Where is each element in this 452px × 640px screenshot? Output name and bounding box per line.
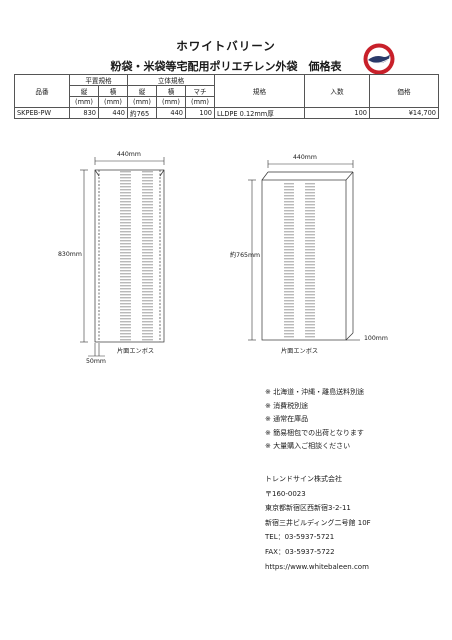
flat-emboss-stripe <box>142 171 153 341</box>
notes-list: ※ 北海道・沖縄・離島送料別途 ※ 消費税別途 ※ 通常在庫品 ※ 簡易梱包での… <box>265 386 364 454</box>
note-item: ※ 大量購入ご相談ください <box>265 442 351 451</box>
whale-logo-icon <box>363 43 395 75</box>
flat-bag-outline <box>94 169 165 343</box>
company-postal: 〒160-0023 <box>265 489 306 498</box>
company-name: トレンドサイン株式会社 <box>265 475 342 483</box>
stand-emboss-stripe <box>284 182 294 338</box>
company-address-1: 東京都新宿区西新宿3-2-11 <box>265 504 351 513</box>
flat-bottom-label: 50mm <box>86 358 106 365</box>
flat-height-label: 830mm <box>58 251 82 258</box>
header-qty: 入数 <box>304 74 370 108</box>
cell-price: ¥14,700 <box>369 107 439 119</box>
table-row: SKPEB-PW 830 440 約765 440 100 LLDPE 0.12… <box>14 107 439 119</box>
stand-gusset-label: 100mm <box>364 335 388 342</box>
cell-part: SKPEB-PW <box>14 107 70 119</box>
note-item: ※ 消費税別途 <box>265 401 309 410</box>
stand-emboss-label: 片面エンボス <box>281 348 319 355</box>
company-address-2: 新宿三井ビルディング二号館 10F <box>265 518 371 527</box>
flat-emboss-label: 片面エンボス <box>117 348 155 355</box>
cell-qty: 100 <box>304 107 370 119</box>
stand-emboss-stripe <box>305 182 315 338</box>
flat-width-label: 440mm <box>117 151 141 158</box>
stand-height-label: 約765mm <box>230 252 261 259</box>
price-table: 品番 平置規格 立体規格 規格 入数 価格 縦 横 縦 横 マチ (mm) (m… <box>14 74 439 119</box>
page-subtitle: 粉袋・米袋等宅配用ポリエチレン外袋 価格表 <box>110 60 342 73</box>
company-url[interactable]: https://www.whitebaleen.com <box>265 562 369 571</box>
header-spec: 規格 <box>214 74 305 108</box>
header-part: 品番 <box>14 74 70 108</box>
note-item: ※ 簡易梱包での出荷となります <box>265 428 364 437</box>
company-info: トレンドサイン株式会社 〒160-0023 東京都新宿区西新宿3-2-11 新宿… <box>265 472 371 574</box>
note-item: ※ 北海道・沖縄・離島送料別途 <box>265 388 365 396</box>
flat-emboss-stripe <box>120 171 131 341</box>
stand-bag-outline <box>261 171 354 341</box>
table-unit-row: (mm) (mm) (mm) (mm) (mm) <box>15 96 439 108</box>
company-tel: TEL：03-5937-5721 <box>265 533 335 542</box>
stand-width-label: 440mm <box>293 154 317 161</box>
note-item: ※ 通常在庫品 <box>265 415 309 424</box>
company-fax: FAX：03-5937-5722 <box>265 547 335 556</box>
product-title: ホワイトバリーン <box>176 39 276 53</box>
cell-stand-width: 440 <box>156 107 186 119</box>
